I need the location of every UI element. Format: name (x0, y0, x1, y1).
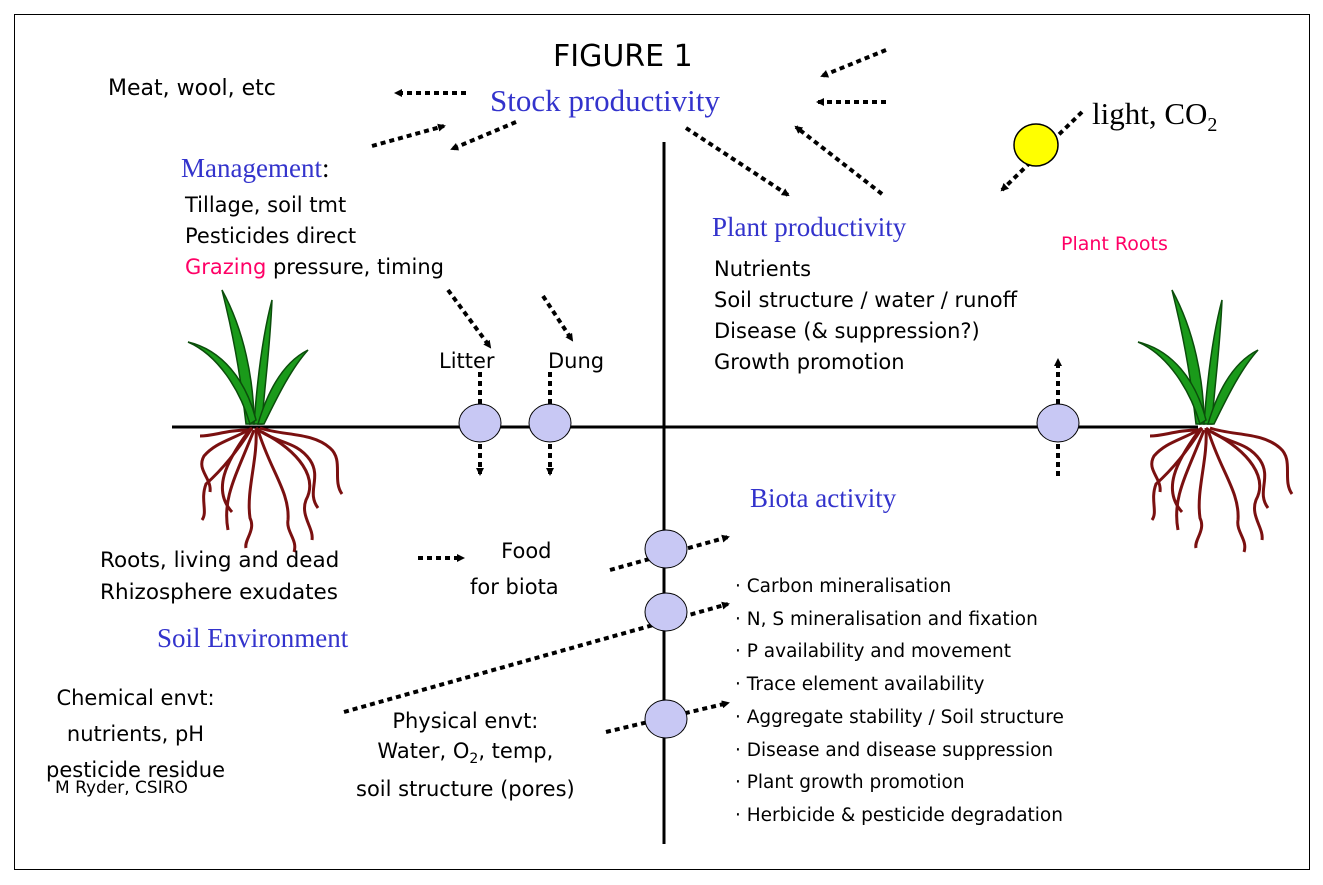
food-line: for biota (470, 575, 559, 599)
management-heading: Management: (181, 153, 330, 183)
plant-line: Disease (& suppression?) (714, 319, 980, 343)
management-line: Pesticides direct (185, 224, 357, 248)
arrow-mgmt-to-litter (446, 288, 492, 349)
node-dung (528, 403, 572, 443)
roots-text: Roots, living and dead Rhizosphere exuda… (100, 545, 339, 609)
arrow-stock-to-mgmt (450, 120, 517, 151)
outputs-label: Meat, wool, etc (108, 76, 276, 101)
plant-right-icon (1137, 289, 1294, 553)
biota-item: Herbicide & pesticide degradation (735, 800, 1064, 833)
arrow-physical-to-biota (605, 700, 730, 734)
management-line: Tillage, soil tmt (185, 193, 347, 217)
arrow-plant-to-stock (794, 125, 884, 196)
biota-item: Disease and disease suppression (735, 735, 1064, 768)
biota-item: Trace element availability (735, 669, 1064, 702)
biota-item: N, S mineralisation and fixation (735, 604, 1064, 637)
chemical-envt-text: Chemical envt: nutrients, pH pesticide r… (46, 680, 225, 788)
roots-line: Roots, living and dead (100, 548, 340, 573)
physical-line: Physical envt: (392, 709, 539, 733)
physical-envt-text: Physical envt: Water, O2, temp, soil str… (356, 706, 575, 804)
biota-item: Plant growth promotion (735, 767, 1064, 800)
node-food (644, 529, 688, 569)
plant-roots-label: Plant Roots (1061, 233, 1168, 255)
arrow-mgmt-to-dung (541, 294, 574, 342)
biota-activity-heading: Biota activity (750, 483, 897, 513)
plant-productivity-heading: Plant productivity (712, 212, 907, 242)
figure-title: FIGURE 1 (553, 39, 693, 74)
management-grazing-line: Grazing pressure, timing (185, 255, 445, 279)
chemical-line: pesticide residue (46, 758, 225, 782)
plant-line: Growth promotion (714, 350, 905, 374)
node-chemical (644, 592, 688, 632)
plant-left-icon (187, 289, 344, 553)
biota-activity-list: Carbon mineralisation N, S mineralisatio… (735, 571, 1064, 833)
arrow-stock-to-plant (684, 126, 790, 197)
stock-productivity-heading: Stock productivity (490, 83, 720, 118)
management-lines: Tillage, soil tmt Pesticides direct Graz… (185, 190, 444, 283)
arrow-mgmt-to-stock (371, 123, 446, 148)
plant-line: Soil structure / water / runoff (714, 288, 1018, 312)
arrow-chemical-to-biota (343, 601, 730, 714)
food-for-biota-label: Food for biota (470, 533, 559, 605)
plant-line: Nutrients (714, 257, 812, 281)
credit-label: M Ryder, CSIRO (55, 778, 188, 798)
light-co2-label: light, CO2 (1092, 96, 1218, 137)
food-line: Food (501, 539, 552, 563)
biota-item: Carbon mineralisation (735, 571, 1064, 604)
biota-item: P availability and movement (735, 636, 1064, 669)
arrow-food-to-biota (609, 534, 730, 572)
physical-line-water: Water, O2, temp, (377, 739, 554, 768)
biota-item: Aggregate stability / Soil structure (735, 702, 1064, 735)
sun-icon (1013, 123, 1059, 167)
arrow-into-stock-upper (820, 48, 887, 78)
litter-label: Litter (439, 349, 495, 373)
node-physical (644, 699, 688, 739)
soil-environment-heading: Soil Environment (157, 623, 349, 653)
roots-line: Rhizosphere exudates (100, 580, 338, 605)
node-litter (458, 403, 502, 443)
node-roots (1036, 403, 1080, 443)
plant-productivity-lines: Nutrients Soil structure / water / runof… (714, 254, 1017, 378)
chemical-line: nutrients, pH (66, 722, 205, 746)
dung-label: Dung (548, 349, 605, 373)
chemical-line: Chemical envt: (56, 686, 215, 710)
physical-line: soil structure (pores) (356, 777, 575, 802)
